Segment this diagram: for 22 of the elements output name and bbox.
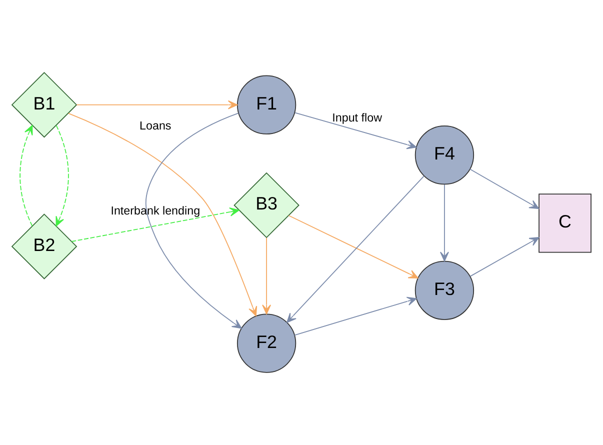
- arrow: [288, 215, 418, 278]
- arrow: [71, 207, 240, 242]
- node-circle: F3: [414, 260, 474, 320]
- arrow: [68, 112, 258, 316]
- arrow: [286, 176, 424, 323]
- arrow: [145, 112, 242, 329]
- arrow: [470, 168, 540, 210]
- node-diamond: B3: [234, 172, 300, 238]
- arrow: [440, 184, 449, 262]
- node-circle: F4: [414, 125, 474, 185]
- arrow: [294, 296, 417, 336]
- arrow: [262, 237, 272, 314]
- arrow: [20, 125, 33, 226]
- arrow: [470, 237, 540, 277]
- arrow: [294, 112, 417, 150]
- edge-label: Input flow: [332, 111, 382, 124]
- edge-label: Loans: [140, 119, 172, 132]
- node-box: C: [538, 194, 592, 253]
- node-circle: F1: [236, 75, 296, 134]
- arrow: [56, 125, 69, 226]
- edge-label: Interbank lending: [110, 204, 200, 218]
- arrow: [76, 100, 238, 110]
